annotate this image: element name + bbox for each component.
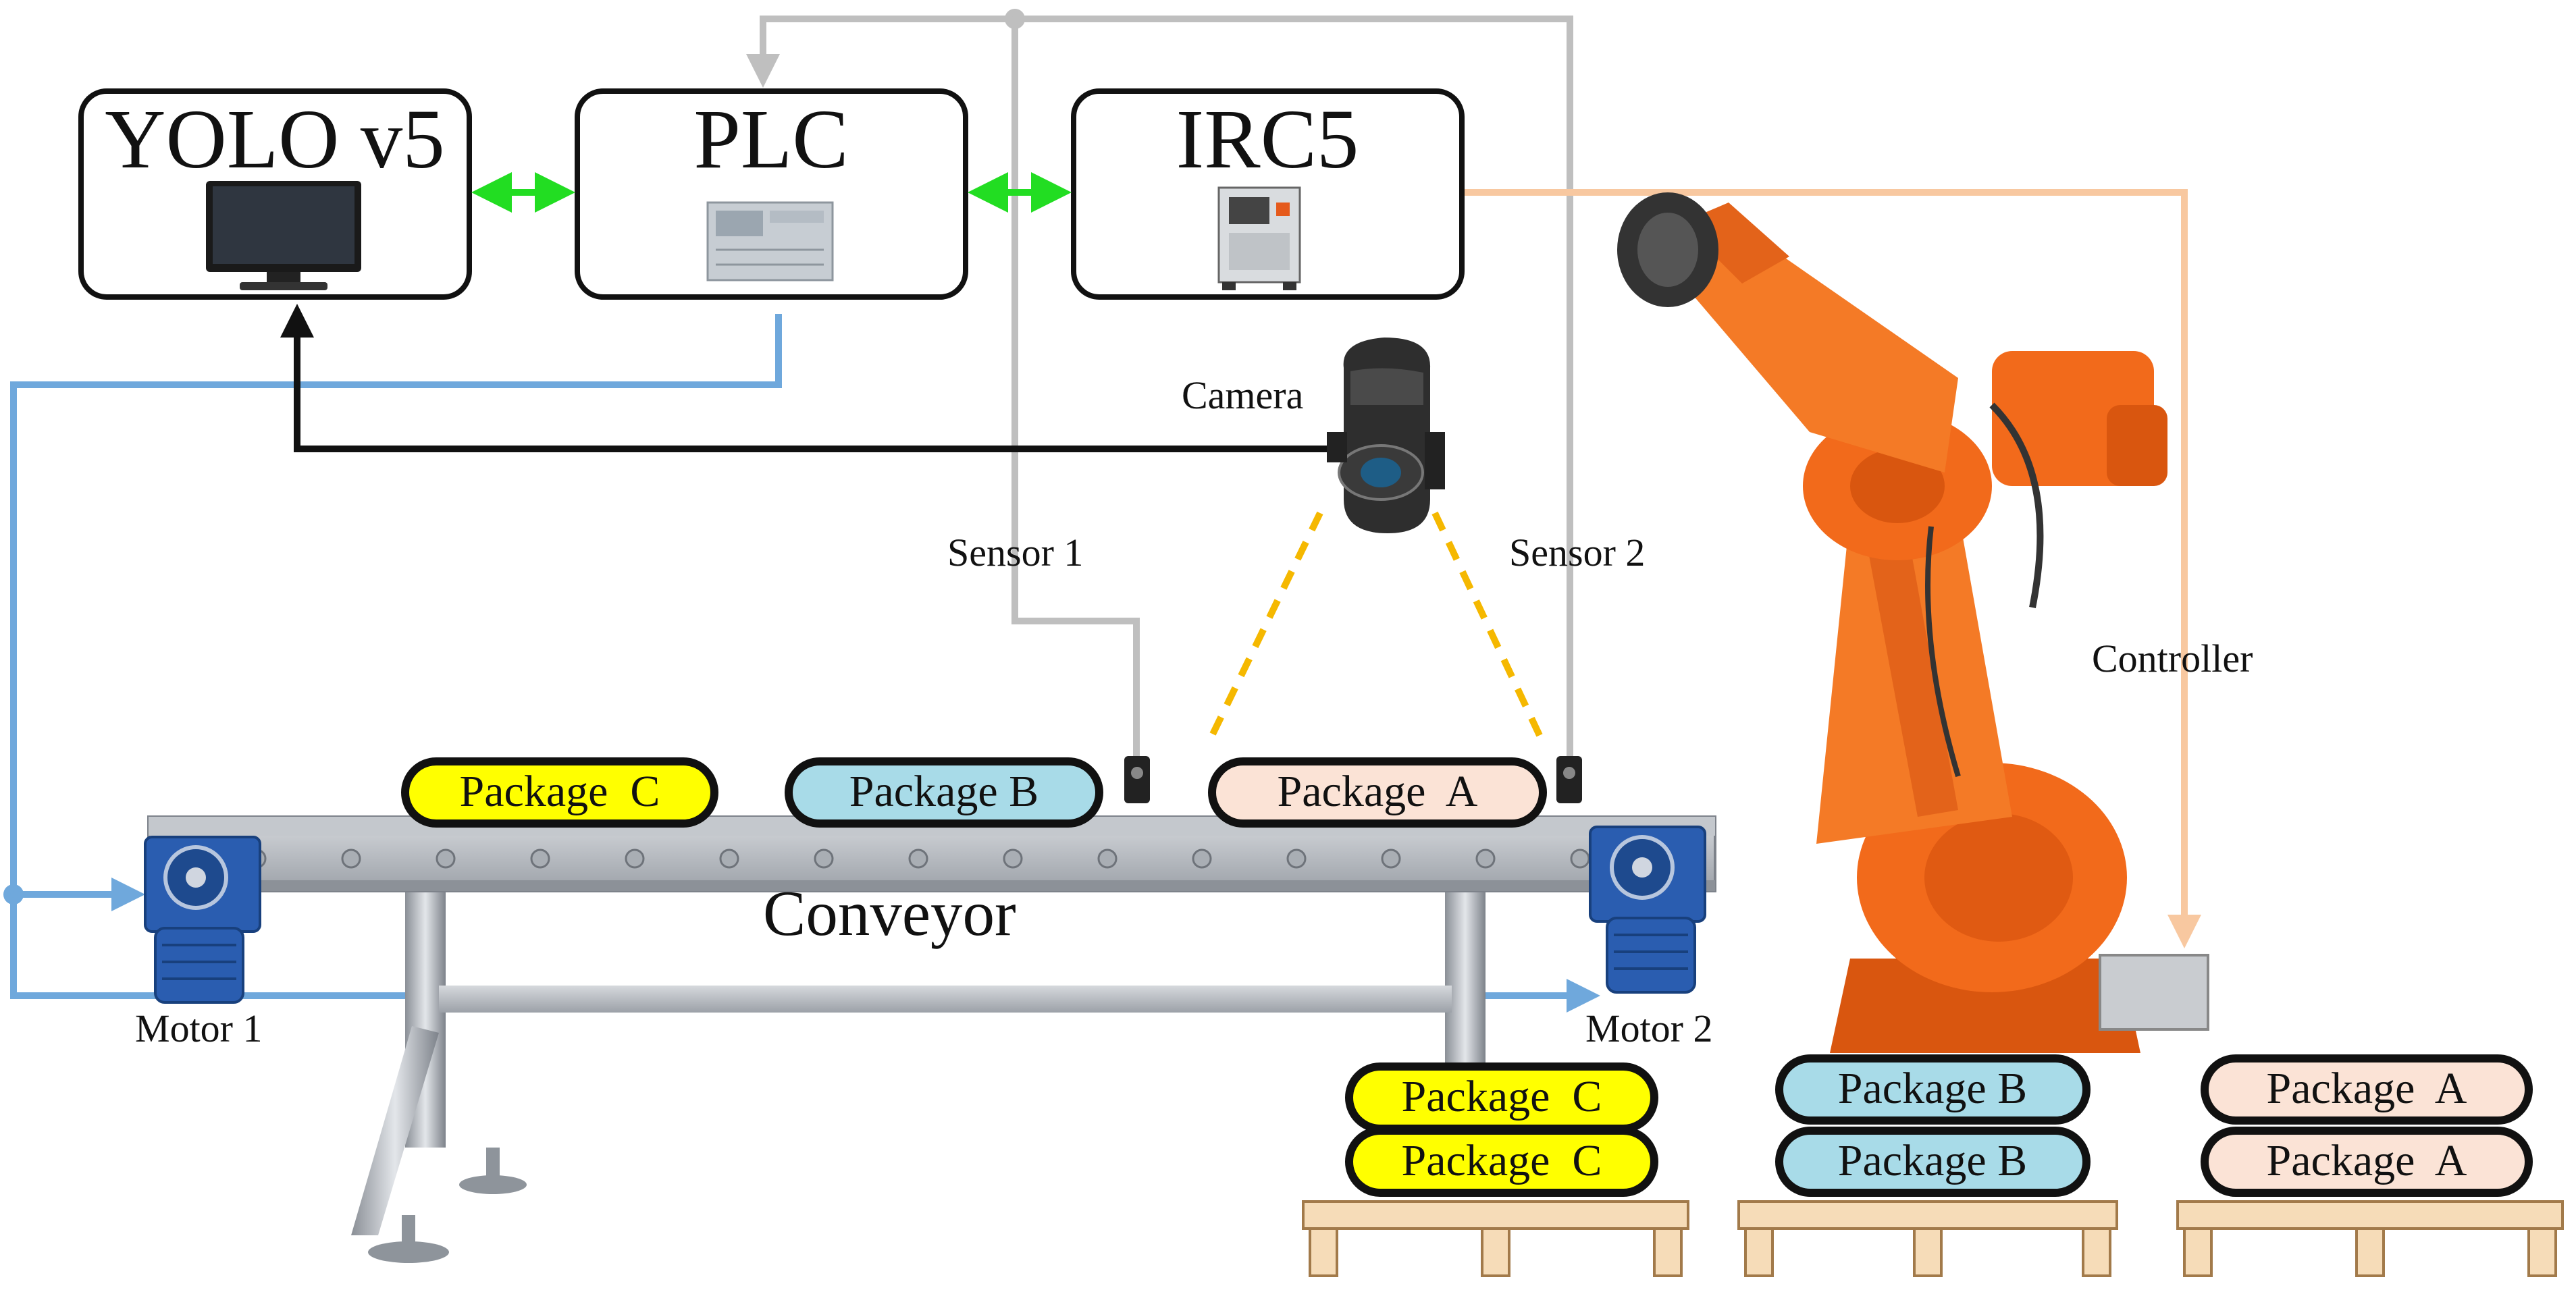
sensor1-label: Sensor 1: [947, 531, 1083, 574]
camera-fov-right: [1431, 511, 1546, 745]
svg-text:Package C: Package C: [1402, 1072, 1602, 1121]
pallet-c-package-1: Package C: [1345, 1062, 1658, 1133]
motor1-label: Motor 1: [135, 1006, 263, 1050]
package-c-on-conveyor: Package C: [401, 757, 718, 828]
pallet-a-package-1: Package A: [2201, 1054, 2533, 1125]
pallet-b: [1737, 1200, 2118, 1277]
monitor-icon: [206, 181, 361, 290]
sensor-wiring: [746, 9, 1573, 756]
robot-arm-icon: [1617, 192, 2209, 1053]
svg-text:Package B: Package B: [849, 767, 1039, 816]
pallet-b-package-1: Package B: [1775, 1054, 2091, 1125]
plc-label: PLC: [693, 93, 848, 186]
pallet-a-package-2: Package A: [2201, 1127, 2533, 1197]
sensor1-device: [1124, 756, 1150, 803]
irc5-label: IRC5: [1176, 93, 1359, 186]
motor2-icon: [1589, 826, 1706, 994]
motor1-icon: [144, 836, 261, 1004]
camera-icon: [1327, 338, 1445, 533]
svg-text:Package C: Package C: [1402, 1136, 1602, 1185]
controller-cabinet-icon: [1217, 186, 1301, 290]
svg-text:Package A: Package A: [2267, 1136, 2467, 1185]
conveyor: [147, 815, 1716, 1263]
plc-box: PLC: [575, 88, 968, 300]
controller-label: Controller: [2092, 637, 2253, 680]
pallet-c: [1302, 1200, 1689, 1277]
controller-line: [1462, 189, 2201, 948]
camera-label: Camera: [1182, 373, 1303, 417]
sensor2-label: Sensor 2: [1509, 531, 1645, 574]
motor2-label: Motor 2: [1585, 1006, 1713, 1050]
yolo-label: YOLO v5: [105, 93, 444, 186]
irc5-box: IRC5: [1071, 88, 1465, 300]
camera-to-yolo-line: [280, 304, 1334, 452]
svg-text:Package A: Package A: [2267, 1064, 2467, 1113]
sensor2-device: [1556, 756, 1582, 803]
pallet-a: [2176, 1200, 2564, 1277]
package-a-on-conveyor: Package A: [1208, 757, 1547, 828]
package-b-on-conveyor: Package B: [785, 757, 1103, 828]
yolo-box: YOLO v5: [78, 88, 472, 300]
pallet-c-package-2: Package C: [1345, 1127, 1658, 1197]
plc-device-icon: [706, 201, 834, 281]
svg-text:Package C: Package C: [460, 767, 660, 816]
camera-fov-left: [1205, 511, 1323, 745]
svg-text:Package B: Package B: [1838, 1064, 2027, 1113]
svg-text:Package A: Package A: [1278, 767, 1478, 816]
pallet-b-package-2: Package B: [1775, 1127, 2091, 1197]
conveyor-label: Conveyor: [763, 878, 1016, 949]
svg-text:Package B: Package B: [1838, 1136, 2027, 1185]
